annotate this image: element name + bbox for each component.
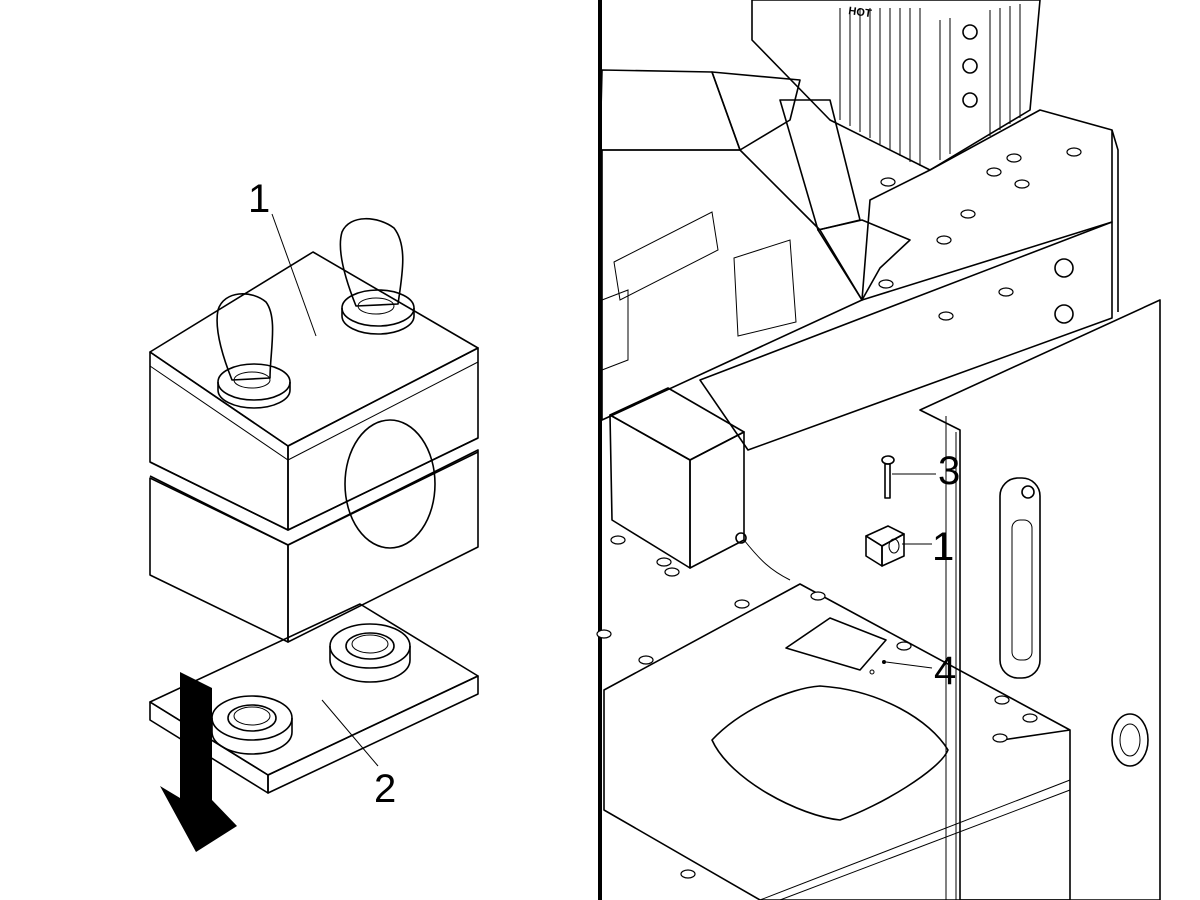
callout-2-base-plate: 2	[374, 767, 396, 811]
mount-hole	[882, 660, 886, 664]
power-unit: HOT	[751, 0, 1041, 171]
junction-box	[609, 387, 791, 581]
clamp-block-installed	[865, 525, 905, 567]
wing-bolt	[339, 218, 415, 335]
leader-line	[271, 213, 317, 337]
housing-frame	[599, 69, 1119, 451]
callout-4-mount-position: 4	[934, 649, 956, 693]
power-unit-label: HOT	[848, 5, 873, 20]
leader-line	[321, 699, 379, 767]
cabinet-door	[919, 299, 1161, 900]
wing-bolt	[216, 293, 291, 409]
locking-pin	[881, 455, 895, 499]
callout-1-clamp-block: 1	[932, 525, 954, 569]
leader-line	[885, 661, 933, 669]
mount-hole	[869, 669, 875, 675]
callout-1-clamp-block: 1	[248, 177, 270, 221]
down-arrow-icon	[160, 672, 237, 852]
machine-location-view: HOT	[596, 0, 1161, 900]
threaded-boss	[329, 623, 411, 683]
callout-3-pin: 3	[938, 449, 960, 493]
clamp-detail-view: 1 2	[149, 177, 479, 852]
door-lock-icon	[1111, 713, 1149, 767]
threaded-boss	[211, 695, 293, 755]
fastener-bolts	[596, 147, 1082, 879]
base-plate	[149, 603, 479, 794]
access-cover	[711, 685, 949, 821]
deck-plate	[603, 583, 1071, 900]
clamp-block	[149, 218, 479, 643]
